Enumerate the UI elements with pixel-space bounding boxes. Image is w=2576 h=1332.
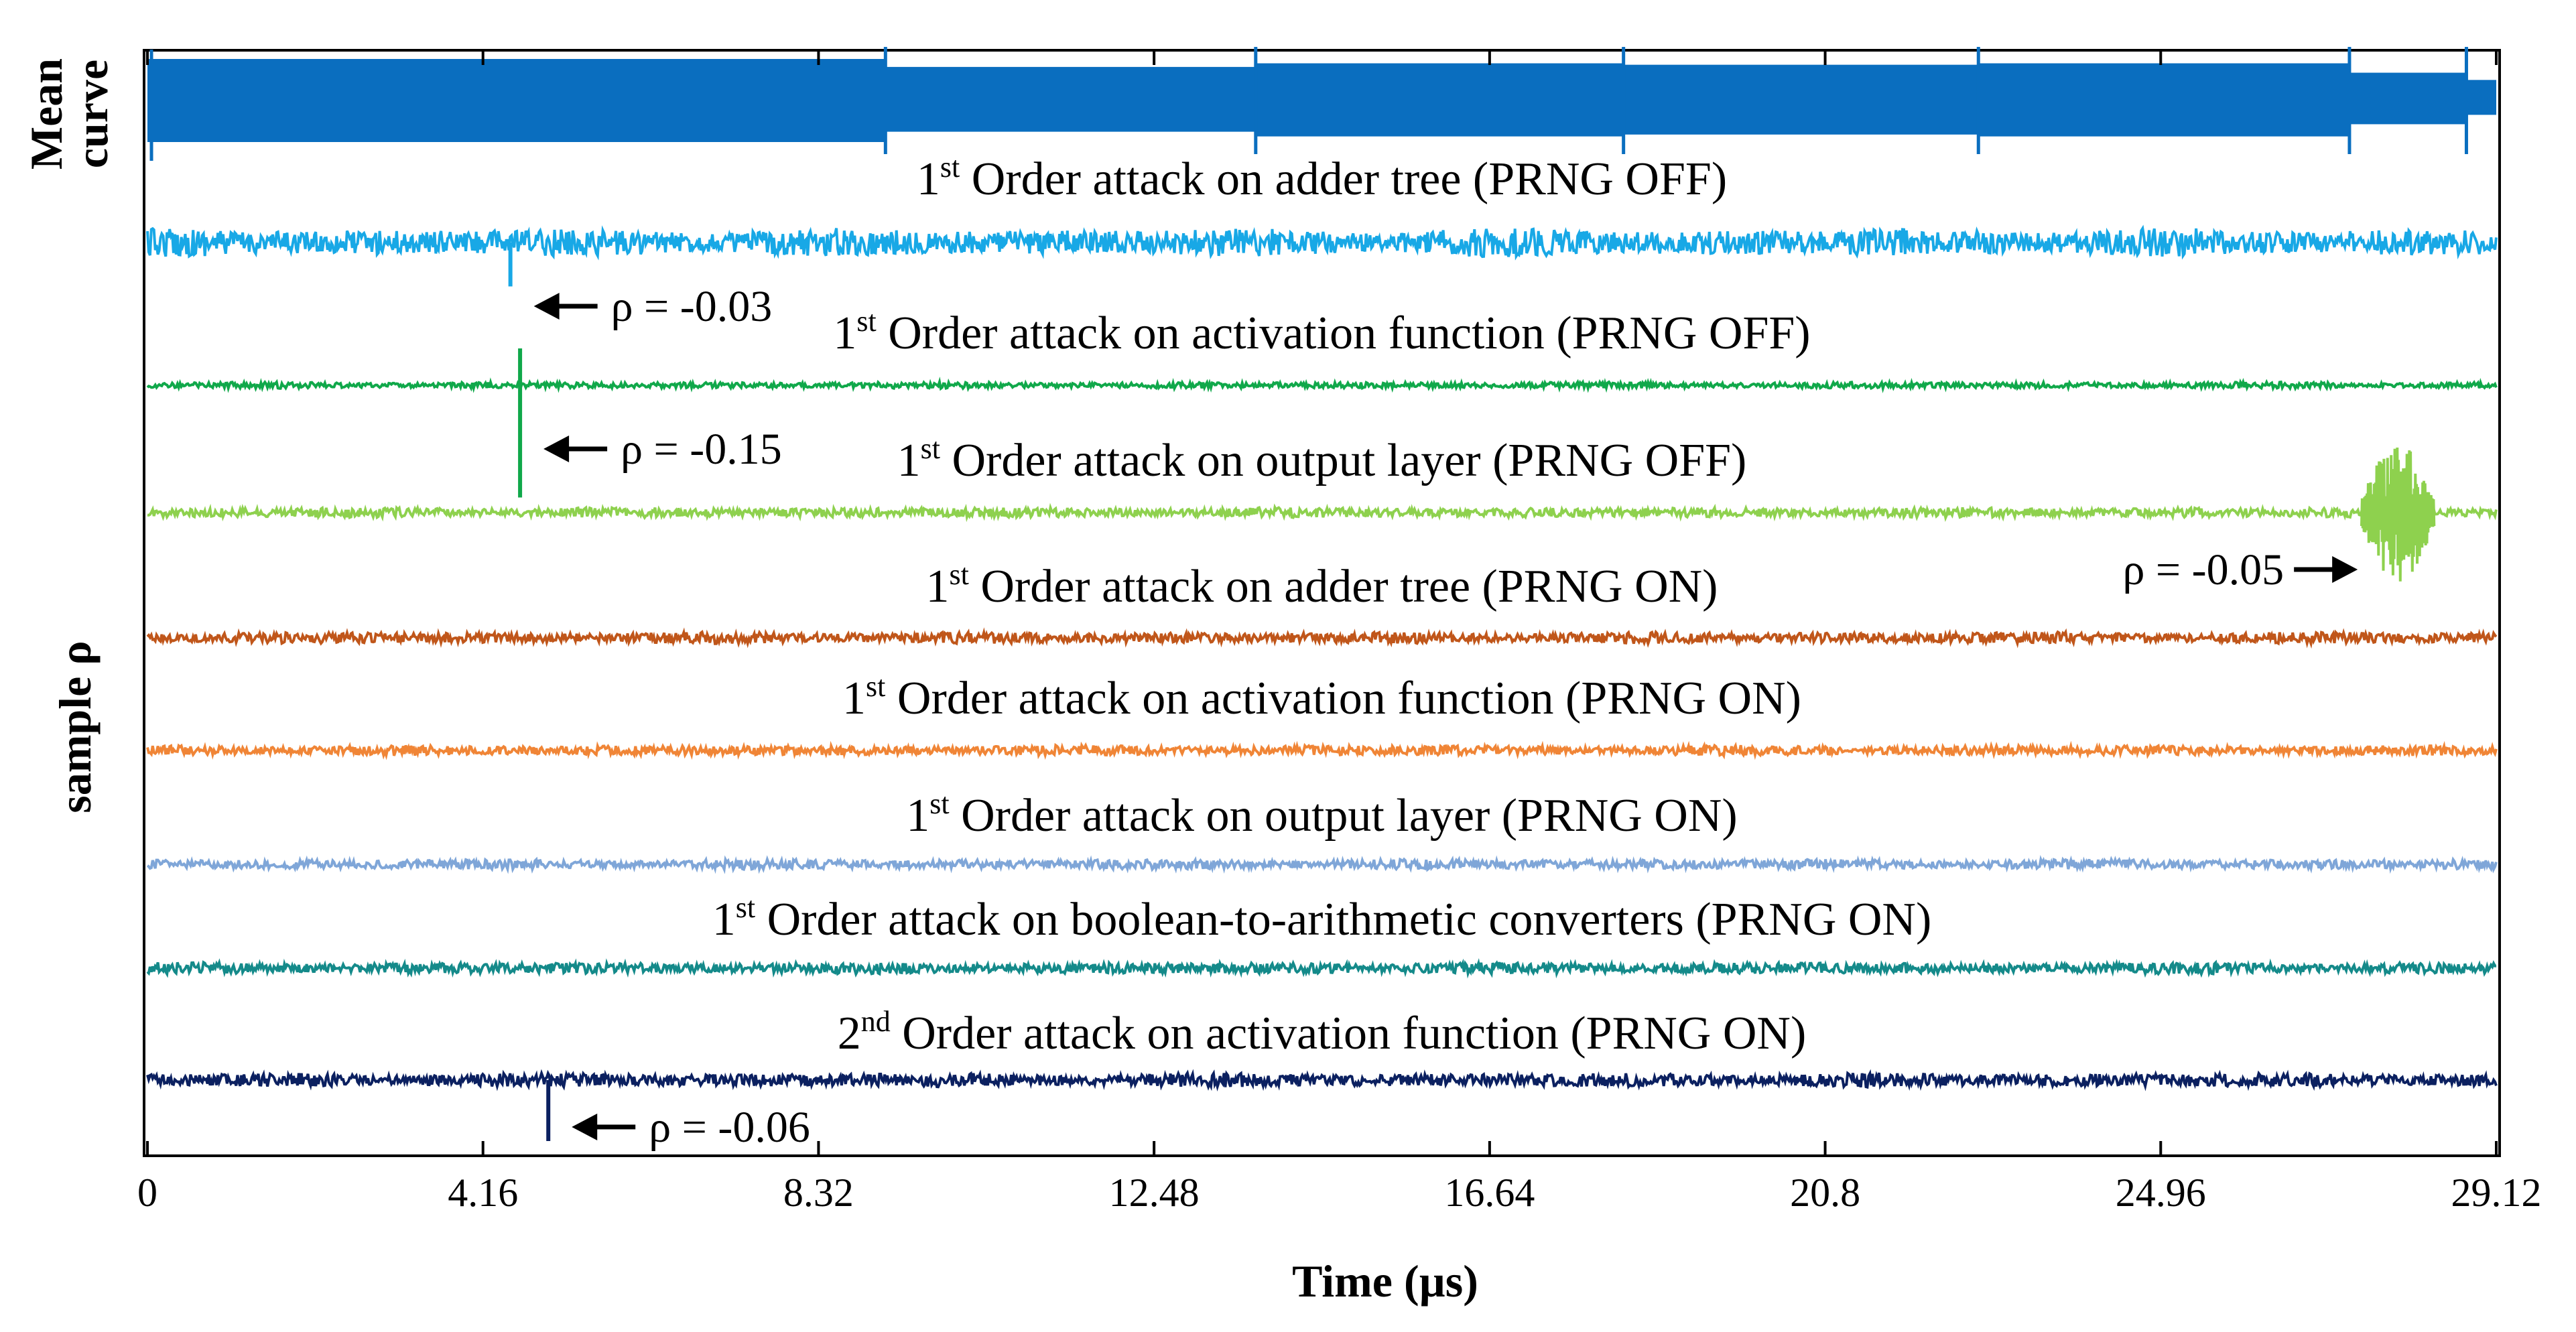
rho-trace-6 [146, 855, 2498, 874]
rho-trace-3 [147, 503, 2498, 523]
x-tick-label: 24.96 [2116, 1171, 2206, 1215]
x-axis-title: Time (µs) [1292, 1256, 1478, 1307]
trace-label-1: 1st Order attack on adder tree (PRNG OFF… [917, 151, 1727, 205]
annotation-label: ρ = -0.03 [611, 282, 773, 331]
annotation-arrow-head [533, 293, 560, 320]
mean-curve-band [1623, 64, 1979, 135]
x-tick-label: 16.64 [1444, 1171, 1535, 1215]
x-tick-label: 0 [137, 1171, 157, 1215]
plot-frame [143, 49, 2501, 1157]
mean-curve-band [147, 59, 886, 142]
rho-trace-2 [146, 377, 2498, 393]
y-axis-title-bottom: sample ρ [50, 641, 101, 813]
trace-label-2: 1st Order attack on activation function … [833, 305, 1810, 359]
rho-trace-7 [146, 958, 2497, 979]
rho-burst [2360, 447, 2436, 582]
x-tick-label: 12.48 [1109, 1171, 1200, 1215]
mean-curve-band [1255, 63, 1624, 137]
rho-trace-1 [146, 224, 2498, 261]
x-tick-label: 8.32 [783, 1171, 854, 1215]
mean-curve-band [2349, 72, 2467, 125]
y-axis-title-top-line1: Mean [21, 58, 72, 170]
annotation-label: ρ = -0.06 [649, 1103, 810, 1152]
annotation-arrow-head [572, 1114, 598, 1140]
rho-trace-4 [146, 627, 2498, 649]
trace-label-3: 1st Order attack on output layer (PRNG O… [897, 432, 1747, 486]
rho-trace-5 [146, 740, 2498, 760]
y-axis-title-top-line2: curve [66, 60, 117, 168]
annotation-arrow-head [543, 436, 570, 462]
annotation-label: ρ = -0.15 [621, 425, 782, 474]
x-tick-label: 29.12 [2451, 1171, 2542, 1215]
annotation-arrow-head [2332, 556, 2358, 583]
x-tick-label: 20.8 [1790, 1171, 1860, 1215]
rho-trace-8 [146, 1069, 2498, 1092]
mean-curve-band [885, 66, 1256, 132]
trace-label-5: 1st Order attack on activation function … [842, 670, 1801, 724]
trace-label-6: 1st Order attack on output layer (PRNG O… [906, 787, 1737, 842]
mean-curve-band [2466, 80, 2496, 115]
trace-label-4: 1st Order attack on adder tree (PRNG ON) [925, 558, 1718, 612]
trace-label-7: 1st Order attack on boolean-to-arithmeti… [712, 891, 1932, 945]
annotation-label: ρ = -0.05 [2123, 545, 2284, 594]
mean-curve-band [1978, 63, 2349, 137]
x-tick-label: 4.16 [448, 1171, 518, 1215]
trace-label-8: 2nd Order attack on activation function … [838, 1005, 1807, 1059]
